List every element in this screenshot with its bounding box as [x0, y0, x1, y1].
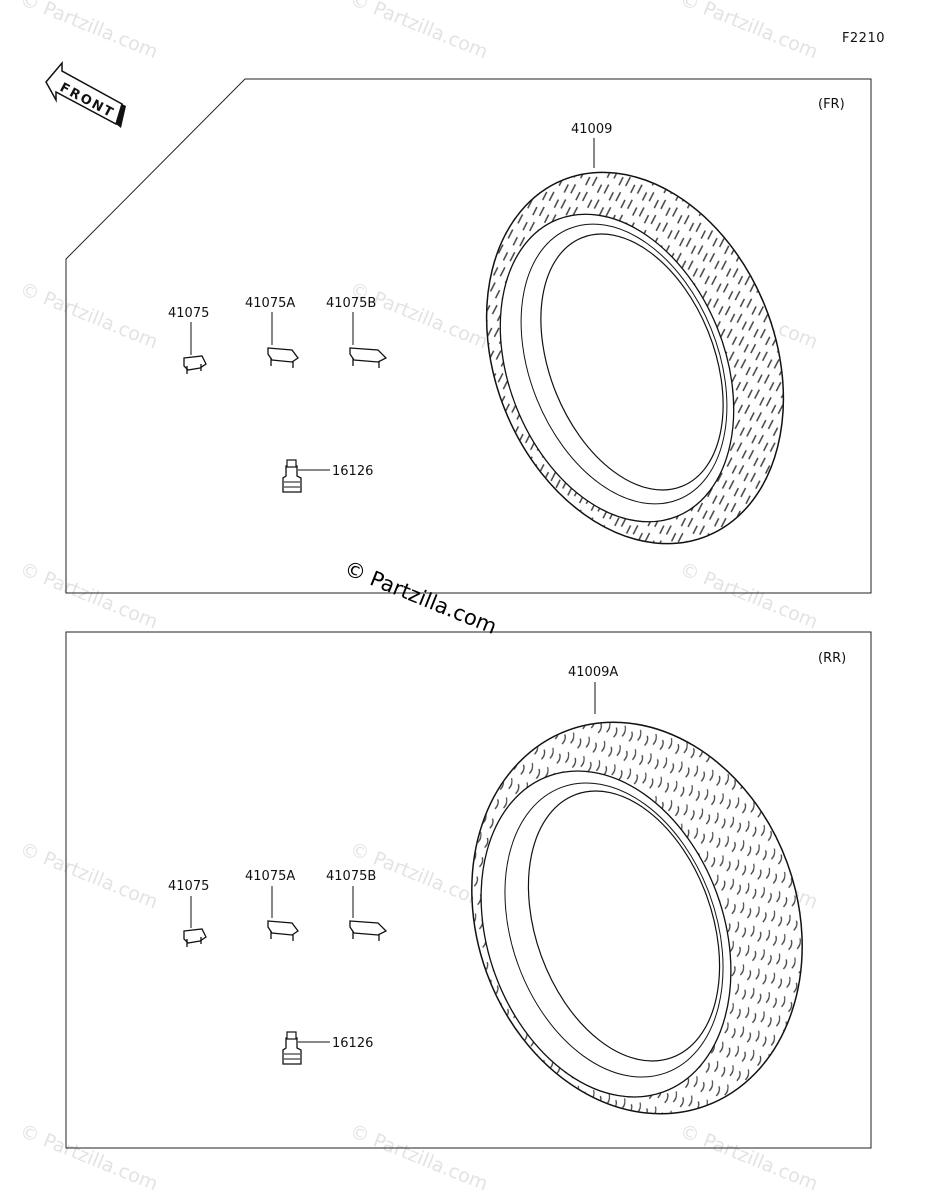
front-weight-label-2: 41075A: [245, 296, 295, 311]
valve-stem-icon: [282, 1031, 302, 1065]
balance-weight-icon: [183, 928, 207, 947]
balance-weight-icon: [349, 347, 388, 368]
balance-weight-icon: [267, 347, 299, 368]
rear-valve-part-number: 16126: [332, 1036, 373, 1051]
front-valve-part-number: 16126: [332, 464, 373, 479]
front-panel-tag: (FR): [818, 97, 845, 112]
balance-weight-icon: [183, 355, 207, 374]
rear-weight-label-2: 41075A: [245, 869, 295, 884]
rear-panel: (RR) 41009A 41075 41075A 41075B: [65, 631, 872, 1149]
front-arrow-icon: FRONT: [45, 60, 126, 128]
rear-tire-part-number: 41009A: [568, 665, 618, 680]
balance-weight-icon: [267, 920, 299, 941]
rear-panel-tag: (RR): [818, 651, 846, 666]
front-weight-label-3: 41075B: [326, 296, 376, 311]
balance-weight-icon: [349, 920, 388, 941]
rear-weight-label-3: 41075B: [326, 869, 376, 884]
figure-code: F2210: [841, 31, 885, 46]
rear-tire-icon: [471, 721, 803, 1115]
rear-weight-label-1: 41075: [168, 879, 209, 894]
valve-stem-icon: [282, 459, 302, 493]
front-tire-part-number: 41009: [571, 122, 612, 137]
front-tire-icon: [485, 171, 785, 545]
front-panel: (FR) 41009 41075 41075A 41075B: [65, 78, 872, 594]
front-weight-label-1: 41075: [168, 306, 209, 321]
